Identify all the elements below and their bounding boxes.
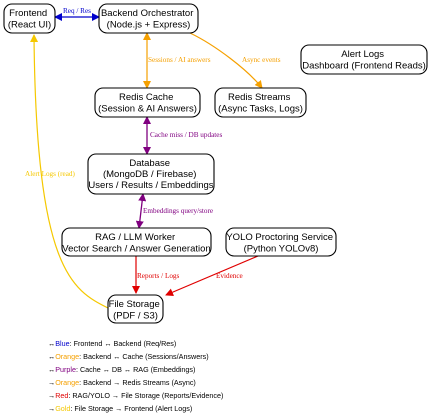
legend-row: ↔Blue: Frontend ↔ Backend (Req/Res) [48,339,176,348]
node-alert-logs: Alert Logs Dashboard (Frontend Reads) [300,44,428,75]
svg-text:Database (MongoDB / Fire: Database (MongoDB / Firebase) Users / Re… [88,158,213,191]
svg-text:Backend Orchestrator (No: Backend Orchestrator (Node.js + Express) [101,8,196,31]
node-redis-streams: Redis Streams (Async Tasks, Logs) [214,87,307,118]
svg-text:Redis Cache (Session & A: Redis Cache (Session & AI Answers) [98,92,197,115]
edge-alert-read-label: Alert Logs (read) [25,170,75,178]
edge-embeddings [135,193,147,229]
legend: ↔Blue: Frontend ↔ Backend (Req/Res) ↔Ora… [48,339,223,413]
svg-text:File Storage (PDF / S3): File Storage (PDF / S3) [109,299,163,322]
edge-reports-label: Reports / Logs [137,272,180,280]
node-backend-orchestrator: Backend Orchestrator (Node.js + Express) [98,3,199,34]
legend-row: ↔Purple: Cache ↔ DB ↔ RAG (Embeddings) [48,365,195,374]
edge-req-res-label: Req / Res [63,7,91,15]
svg-text:Alert Logs Dashboard (Fr: Alert Logs Dashboard (Frontend Reads) [302,49,426,72]
svg-text:RAG / LLM Worker Vector: RAG / LLM Worker Vector Search / Answer … [62,232,210,255]
edge-embeddings-label: Embeddings query/store [143,207,213,215]
node-yolo-proctoring: YOLO Proctoring Service (Python YOLOv8) [225,227,337,257]
edge-alert-read [30,34,109,309]
svg-text:Frontend (React UI): Frontend (React UI) [8,8,51,31]
node-database: Database (MongoDB / Firebase) Users / Re… [87,153,215,195]
edge-cache-miss-label: Cache miss / DB updates [150,131,222,139]
edge-evidence [165,255,259,296]
edge-evidence-label: Evidence [216,272,243,280]
edge-async-events [189,32,263,89]
node-frontend: Frontend (React UI) [3,3,56,34]
node-rag-worker: RAG / LLM Worker Vector Search / Answer … [61,227,212,257]
edge-async-events-label: Async events [242,56,281,64]
legend-row: ↔Orange: Backend ↔ Cache (Sessions/Answe… [48,352,209,361]
legend-row: →Gold: File Storage → Frontend (Alert Lo… [48,404,192,413]
legend-row: →Orange: Backend → Redis Streams (Async) [48,378,196,387]
svg-text:YOLO Proctoring Service: YOLO Proctoring Service (Python YOLOv8) [226,232,335,255]
legend-row: →Red: RAG/YOLO → File Storage (Reports/E… [48,391,223,400]
node-file-storage: File Storage (PDF / S3) [107,294,164,324]
edge-sessions-label: Sessions / AI answers [148,56,211,64]
svg-text:Redis Streams (Async Tas: Redis Streams (Async Tasks, Logs) [218,92,303,115]
node-redis-cache: Redis Cache (Session & AI Answers) [94,87,201,118]
